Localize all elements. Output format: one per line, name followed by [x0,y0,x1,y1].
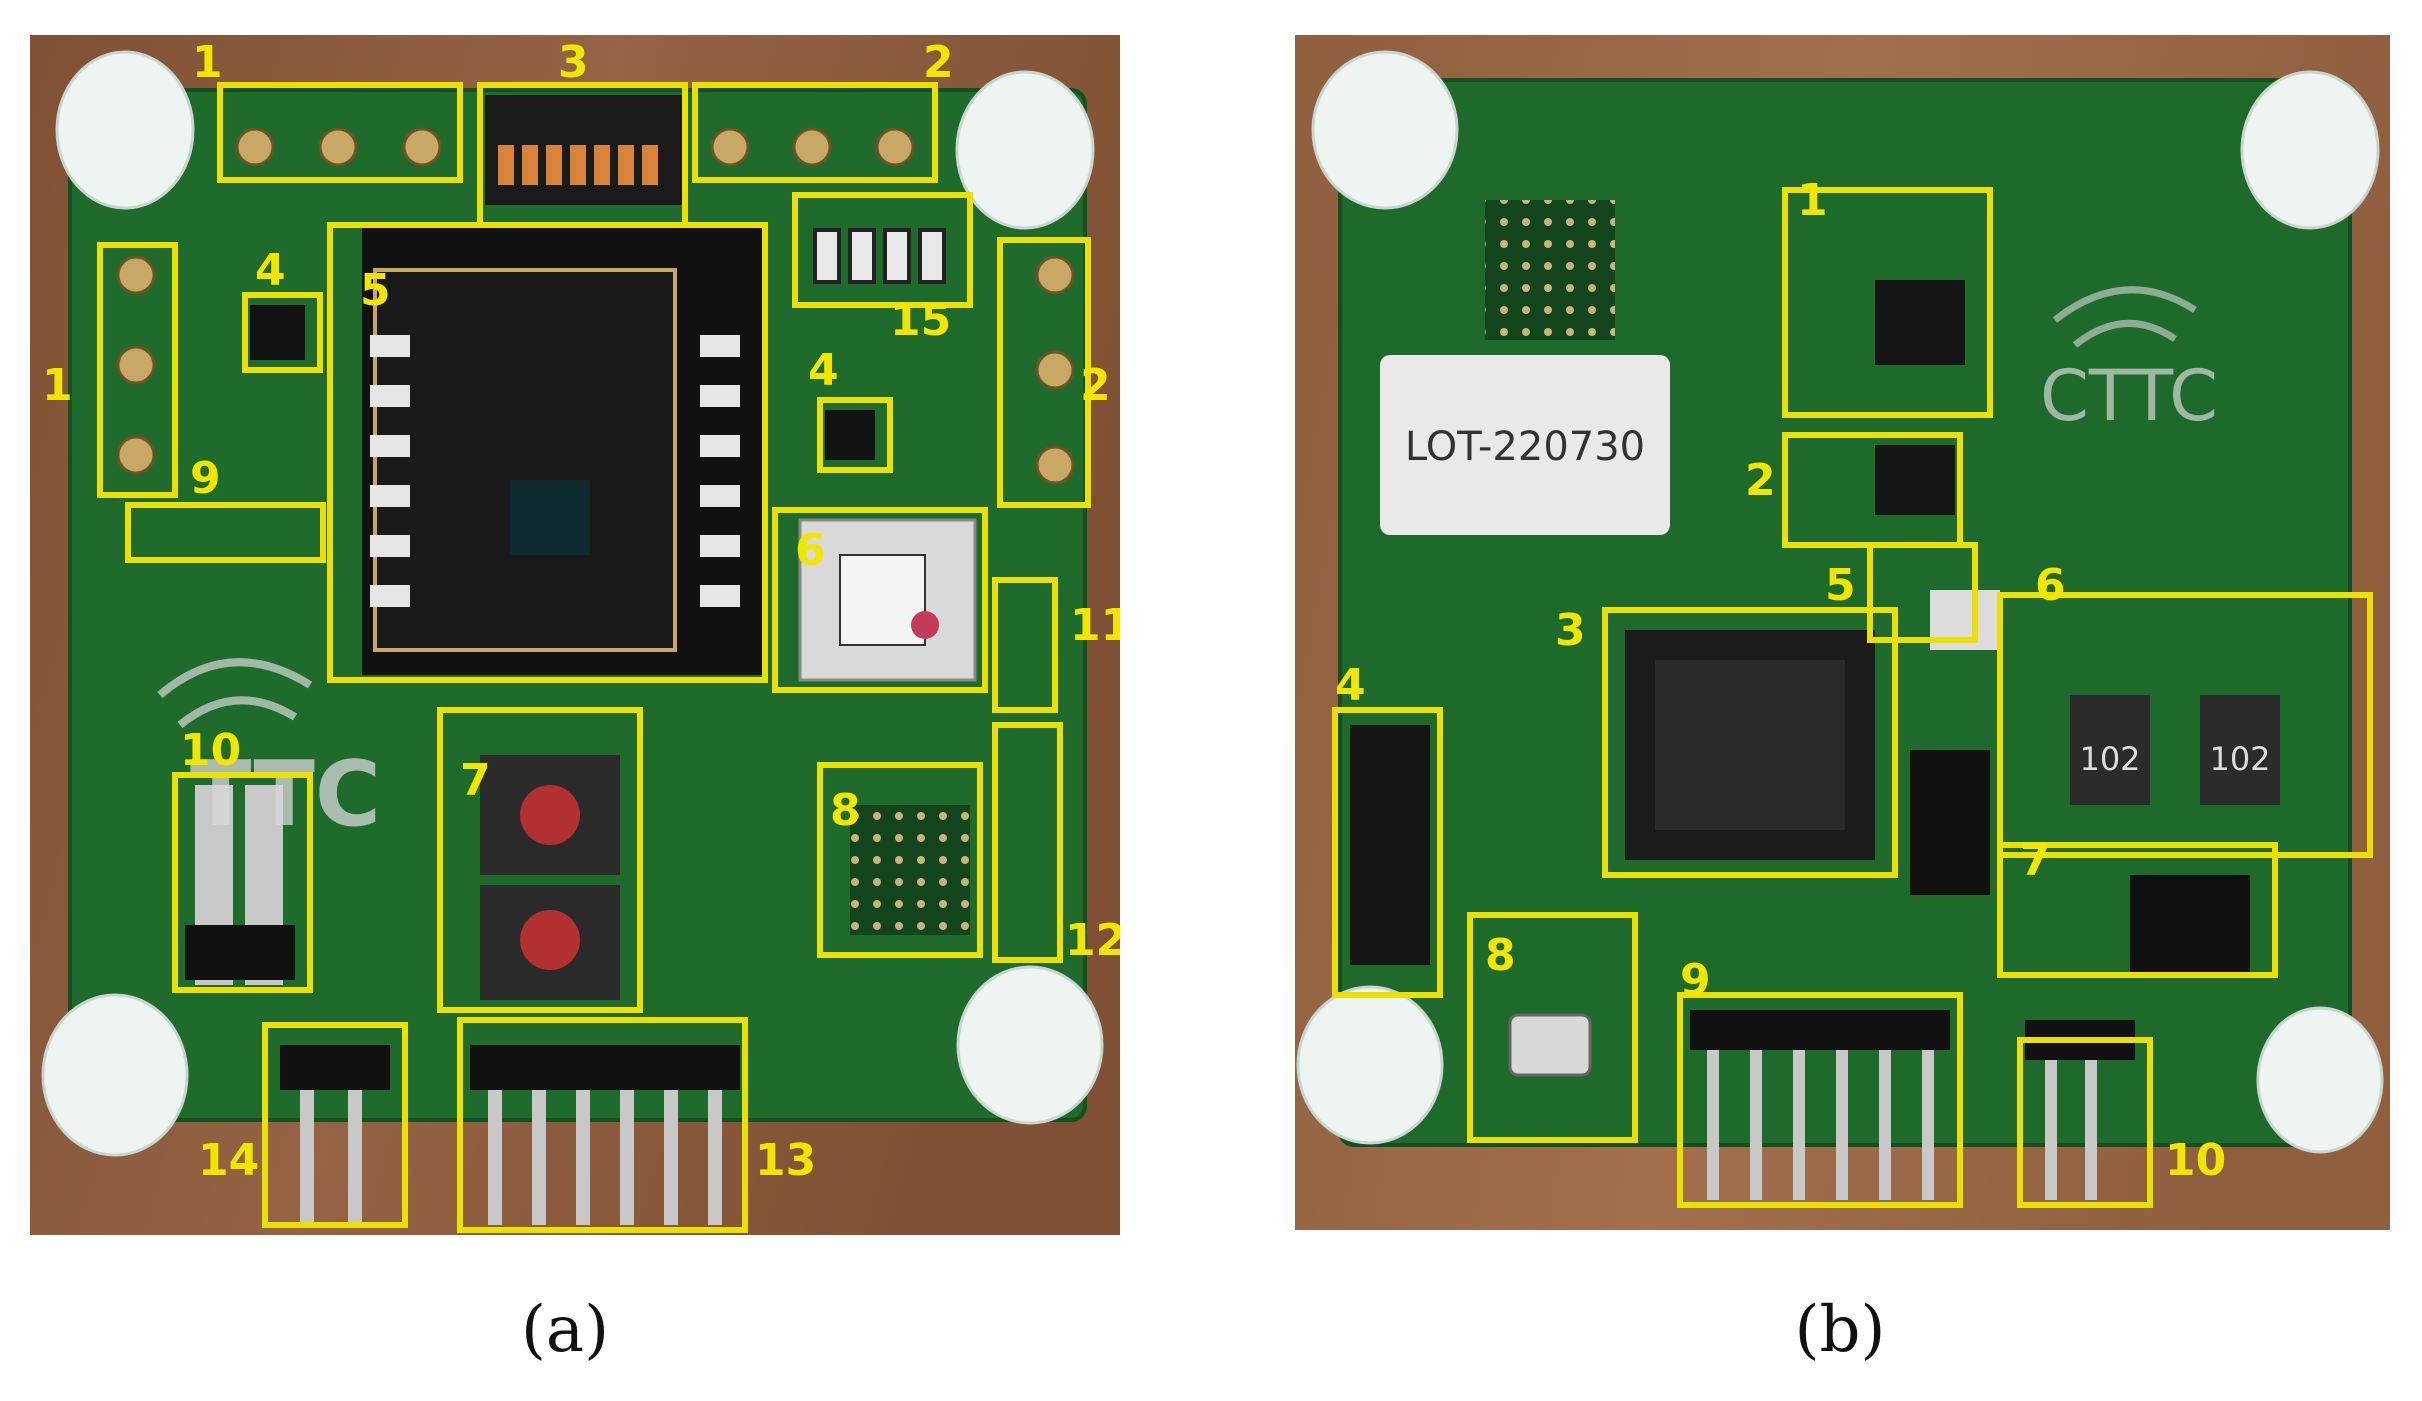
label-10: 10 [2165,1135,2226,1186]
board-logo-text: CTTC [2040,355,2218,437]
annotation-labels: 1 3 2 4 5 15 1 2 4 9 6 11 10 7 8 12 14 1… [42,37,1120,1186]
label-2-right: 2 [1080,360,1111,411]
board-logo-text: TTC [190,742,381,847]
label-2-top: 2 [923,37,954,88]
label-6: 6 [2035,560,2066,611]
label-12: 12 [1065,915,1120,966]
label-9: 9 [190,453,221,504]
lot-sticker-text: LOT-220730 [1405,424,1645,470]
lot-sticker [1380,355,1670,535]
label-8: 8 [1485,930,1516,981]
label-9: 9 [1680,955,1711,1006]
label-7: 7 [2020,835,2051,886]
photo-panel-b: LOT-220730 CTTC 102 102 1 2 [1295,35,2390,1230]
caption-b: (b) [1794,1293,1886,1367]
ic-mark-1: 102 [2079,740,2140,778]
label-6: 6 [795,525,826,576]
pcb-photo-front: TTC 1 3 2 4 5 15 1 2 4 9 6 11 10 [30,35,1120,1235]
label-2: 2 [1745,455,1776,506]
label-1-left: 1 [42,360,73,411]
ic-mark-2: 102 [2209,740,2270,778]
pcb-photo-back: LOT-220730 CTTC 102 102 1 2 [1295,35,2390,1230]
caption-a: (a) [520,1293,610,1367]
photo-panel-a: TTC 1 3 2 4 5 15 1 2 4 9 6 11 10 [30,35,1120,1235]
label-7: 7 [460,755,491,806]
annotation-boxes [97,82,1091,1233]
label-4: 4 [1335,660,1366,711]
label-1: 1 [1797,175,1828,226]
nylon-standoffs [41,50,1104,1157]
label-15: 15 [890,295,951,346]
label-11: 11 [1070,600,1120,651]
label-3: 3 [1555,605,1586,656]
label-5: 5 [1825,560,1856,611]
nylon-standoffs [1296,50,2384,1154]
label-4-right: 4 [808,345,839,396]
label-1-top: 1 [192,37,223,88]
label-13: 13 [755,1135,816,1186]
annotation-labels: 1 2 3 5 6 4 7 8 9 10 [1335,175,2226,1186]
label-3: 3 [558,37,589,88]
label-5: 5 [360,265,391,316]
annotation-boxes [1332,187,2373,1208]
label-4-left: 4 [255,245,286,296]
label-8: 8 [830,785,861,836]
label-14: 14 [198,1135,259,1186]
label-10: 10 [180,725,241,776]
